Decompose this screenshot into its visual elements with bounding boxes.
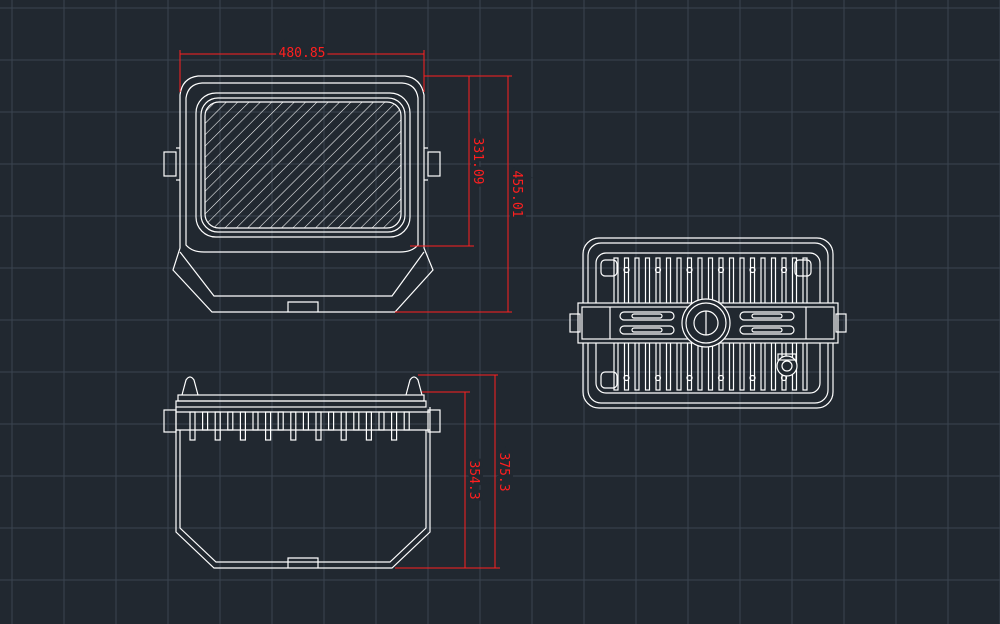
back-fin-hole: [654, 266, 662, 274]
back-fin-hole: [749, 374, 756, 382]
heat-sink-fin: [378, 411, 385, 431]
heat-sink-fin: [189, 411, 196, 441]
back-fin-hole: [623, 266, 630, 274]
front-dimensions: [179, 50, 512, 313]
heat-sink-fin: [290, 411, 297, 441]
dim-side-body-height: 354.3: [466, 460, 481, 499]
heat-sink-fin: [302, 411, 309, 431]
heat-sink-fin: [227, 411, 234, 431]
heat-sink-fin: [365, 411, 372, 441]
dim-front-width: 480.85: [279, 46, 326, 61]
heat-sink-fin: [202, 411, 209, 431]
heat-sink-fin: [328, 411, 335, 431]
back-fin-hole: [717, 266, 725, 274]
dim-front-total-height: 455.01: [509, 171, 524, 218]
side-dimensions: [395, 374, 500, 569]
back-view: [569, 237, 847, 409]
dim-side-total-height: 375.3: [496, 452, 511, 491]
heat-sink-fin: [239, 411, 246, 441]
heat-sink-fin: [214, 411, 221, 441]
heat-sink-fin: [277, 411, 284, 431]
front-view: [163, 75, 441, 313]
heat-sink-fin: [340, 411, 347, 441]
side-view: [163, 376, 441, 569]
back-fin-hole: [686, 374, 693, 382]
heat-sink-fin: [252, 411, 259, 431]
back-fin-hole: [654, 374, 662, 382]
heat-sink-fin: [315, 411, 322, 441]
back-fin-hole: [623, 374, 630, 382]
heat-sink-fin: [403, 411, 410, 431]
back-fin-hole: [717, 374, 725, 382]
heat-sink-fins: [189, 411, 410, 441]
heat-sink-fin: [353, 411, 360, 431]
back-fin-hole: [780, 266, 788, 274]
back-fin-hole: [686, 266, 693, 274]
heat-sink-fin: [265, 411, 272, 441]
heat-sink-fin: [391, 411, 398, 441]
back-fin-hole: [749, 266, 756, 274]
dim-front-window-height: 331.09: [470, 138, 485, 185]
